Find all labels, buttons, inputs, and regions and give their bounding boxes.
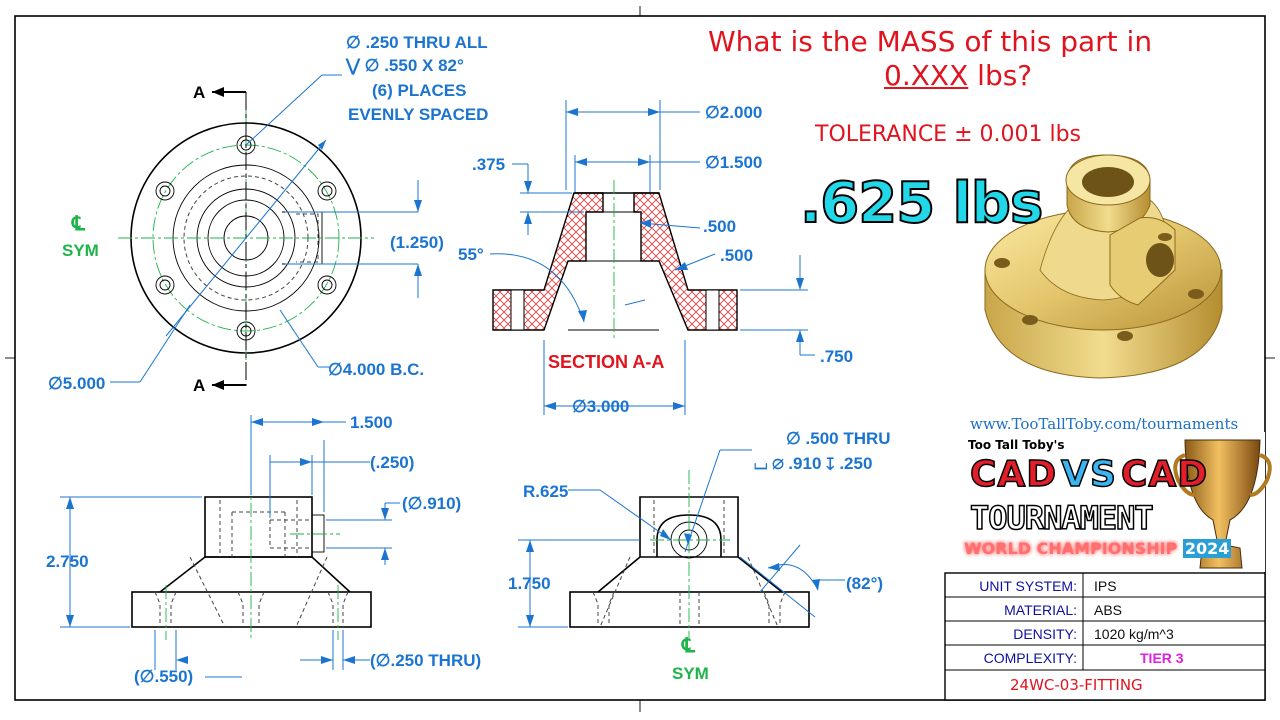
side-sym-label: SYM — [672, 664, 709, 683]
tb-label-complexity: COMPLEXITY: — [983, 650, 1077, 666]
dim-angle-82: (82°) — [846, 574, 884, 593]
dim-1500: 1.500 — [350, 413, 393, 432]
logo-tournament: TOURNAMENT — [969, 499, 1154, 537]
dim-500-b: .500 — [720, 246, 754, 265]
question-line-1: What is the MASS of this part in — [708, 25, 1153, 58]
website-link[interactable]: www.TooTallToby.com/tournaments — [970, 415, 1239, 433]
dim-dia-3000: ∅3.000 — [572, 397, 630, 416]
dim-1750: 1.750 — [508, 574, 551, 593]
precision-format: 0.XXX — [884, 59, 969, 92]
section-label-a-bottom: A — [193, 376, 206, 395]
section-title: SECTION A-A — [548, 352, 665, 372]
tb-part-code: 24WC-03-FITTING — [1010, 676, 1143, 694]
hole-callout-line-4: EVENLY SPACED — [348, 105, 489, 124]
hole-callout-line-1: ∅ .250 THRU ALL — [346, 33, 488, 52]
front-view — [60, 415, 400, 678]
top-view — [110, 74, 422, 390]
dim-500-a: .500 — [703, 217, 737, 236]
unit-text: lbs? — [968, 59, 1033, 92]
dim-dia-2000: ∅2.000 — [705, 103, 763, 122]
thru-callout-1: ∅ .500 THRU — [786, 429, 891, 448]
thru-callout-2: ⌴ ∅ .910 ↧ .250 — [754, 454, 873, 473]
dim-250-ref: (.250) — [370, 453, 415, 472]
dim-dia-550-ref: (∅.550) — [134, 667, 194, 686]
dim-2750: 2.750 — [46, 552, 89, 571]
tb-label-density: DENSITY: — [1013, 626, 1077, 642]
tb-label-unit-system: UNIT SYSTEM: — [979, 578, 1077, 594]
section-label-a-top: A — [193, 83, 206, 102]
tb-value-unit-system: IPS — [1094, 578, 1117, 594]
3d-part-render — [984, 154, 1223, 379]
tb-label-material: MATERIAL: — [1004, 602, 1077, 618]
side-centerline-symbol: ℄ — [682, 635, 695, 657]
side-view — [518, 449, 845, 640]
tb-value-material: ABS — [1094, 602, 1123, 618]
dim-750: .750 — [820, 347, 854, 366]
tb-value-complexity: TIER 3 — [1140, 650, 1184, 666]
hole-callout-line-2: ⋁ ∅ .550 X 82° — [346, 56, 464, 75]
title-block — [944, 572, 1266, 701]
dim-bolt-circle: ∅4.000 B.C. — [328, 360, 425, 379]
tb-value-density: 1020 kg/m^3 — [1094, 626, 1174, 642]
section-view — [489, 100, 815, 415]
tolerance-text: TOLERANCE ± 0.001 lbs — [815, 122, 1082, 147]
logo-top-text: Too Tall Toby's — [968, 438, 1065, 452]
dim-outer-diameter: ∅5.000 — [48, 374, 106, 393]
dim-r625: R.625 — [523, 482, 569, 501]
question-line-2: 0.XXX lbs? — [884, 62, 1032, 90]
logo-world-championship: WORLD CHAMPIONSHIP 2024 — [964, 539, 1232, 558]
centerline-symbol: ℄ — [72, 213, 85, 235]
sym-label: SYM — [62, 241, 99, 260]
dim-375: .375 — [472, 155, 506, 174]
dim-1250-ref: (1.250) — [390, 233, 444, 252]
dim-angle-55: 55° — [458, 245, 484, 264]
answer-text: .625 lbs — [799, 171, 1044, 236]
dim-dia-910-ref: (∅.910) — [402, 494, 462, 513]
hole-callout-line-3: (6) PLACES — [372, 81, 467, 100]
dim-dia-250-thru-ref: (∅.250 THRU) — [370, 651, 482, 670]
dim-dia-1500: ∅1.500 — [705, 153, 763, 172]
